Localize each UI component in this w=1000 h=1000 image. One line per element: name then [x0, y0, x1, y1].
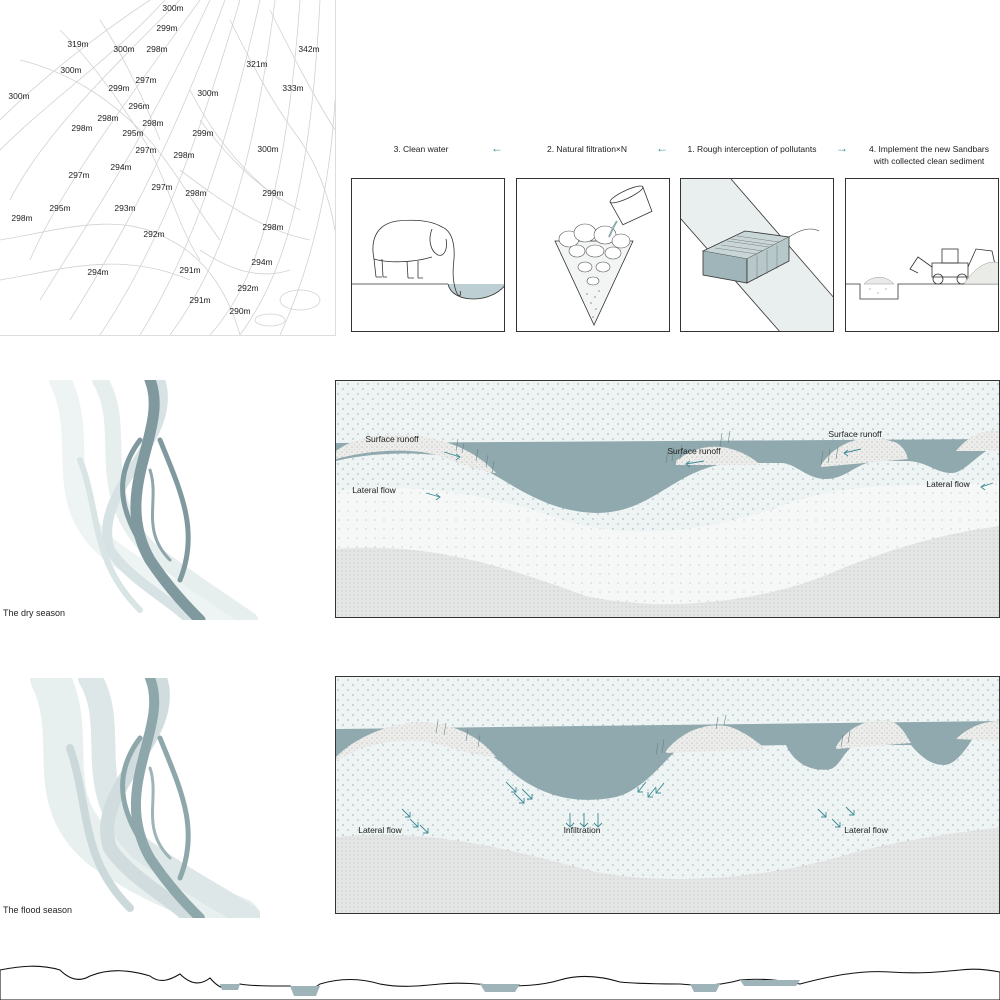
flow-label: Lateral flow: [844, 825, 888, 835]
dry-season-section: [335, 380, 1000, 618]
elevation-label: 298m: [97, 113, 119, 123]
process-step-label: with collected clean sediment: [873, 156, 985, 166]
elevation-label: 298m: [11, 213, 33, 223]
flow-label: Surface runoff: [365, 434, 419, 444]
elevation-label: 333m: [282, 83, 304, 93]
elevation-label: 298m: [71, 123, 93, 133]
excavator-illustration: [846, 248, 998, 300]
process-step-label: 1. Rough interception of pollutants: [687, 144, 817, 154]
elevation-label: 300m: [197, 88, 219, 98]
terrain-profile: [0, 940, 1000, 1000]
elevation-label: 292m: [143, 229, 165, 239]
elevation-label: 342m: [298, 44, 320, 54]
elevation-label: 298m: [146, 44, 168, 54]
elevation-label: 299m: [108, 83, 130, 93]
elevation-label: 290m: [229, 306, 251, 316]
elevation-label: 297m: [135, 75, 157, 85]
elevation-label: 298m: [173, 150, 195, 160]
flood-cross-section: [336, 677, 999, 913]
elevation-label: 321m: [246, 59, 268, 69]
elevation-label: 319m: [67, 39, 89, 49]
flood-season-label: The flood season: [3, 905, 73, 915]
elevation-label: 299m: [192, 128, 214, 138]
elevation-label: 298m: [142, 118, 164, 128]
filtration-cone-illustration: [554, 185, 653, 326]
interception-panel: [680, 178, 834, 332]
elevation-label: 298m: [185, 188, 207, 198]
elevation-label: 291m: [189, 295, 211, 305]
sandbar-panel: [845, 178, 999, 332]
elevation-label: 300m: [60, 65, 82, 75]
elevation-label: 294m: [251, 257, 273, 267]
terrain-profile-line: [0, 965, 1000, 1000]
braided-river-dry: [49, 380, 258, 620]
elevation-label: 300m: [8, 91, 30, 101]
arrow-left-icon: ←: [491, 141, 503, 155]
elevation-label: 291m: [179, 265, 201, 275]
elevation-label: 299m: [262, 188, 284, 198]
dry-season-label: The dry season: [3, 608, 66, 618]
elevation-label: 294m: [87, 267, 109, 277]
process-step-label: 4. Implement the new Sandbars: [868, 144, 990, 154]
elevation-label: 293m: [114, 203, 136, 213]
elevation-label: 297m: [135, 145, 157, 155]
elevation-label: 295m: [122, 128, 144, 138]
flow-label: Lateral flow: [358, 825, 402, 835]
elevation-label: 298m: [262, 222, 284, 232]
flow-label: Surface runoff: [667, 446, 721, 456]
arrow-left-icon: ←: [656, 141, 668, 155]
clean-water-panel: [351, 178, 505, 332]
flow-label: Infiltration: [563, 825, 601, 835]
elevation-label: 297m: [68, 170, 90, 180]
dry-season-river-plan: [30, 380, 260, 620]
elevation-label: 299m: [156, 23, 178, 33]
elevation-label: 295m: [49, 203, 71, 213]
elevation-label: 292m: [237, 283, 259, 293]
flow-label: Lateral flow: [926, 479, 970, 489]
process-step-label: 2. Natural filtration×N: [546, 144, 628, 154]
elevation-label: 300m: [113, 44, 135, 54]
interception-net-illustration: [681, 179, 833, 331]
flood-season-section: [335, 676, 1000, 914]
elevation-label: 297m: [151, 182, 173, 192]
topo-map: 300m 299m 319m 300m 298m 342m 300m 321m 297m 333m…: [0, 0, 336, 336]
filtration-panel: [516, 178, 670, 332]
elevation-label: 296m: [128, 101, 150, 111]
elevation-label: 294m: [110, 162, 132, 172]
elephant-illustration: [352, 219, 504, 300]
process-step-label: 3. Clean water: [393, 144, 449, 154]
flow-label: Lateral flow: [352, 485, 396, 495]
arrow-right-icon: →: [836, 141, 848, 155]
braided-river-flood: [30, 678, 260, 918]
topo-contours: [0, 0, 335, 335]
flood-season-river-plan: [30, 678, 260, 918]
dry-cross-section: [336, 381, 999, 617]
elevation-label: 300m: [257, 144, 279, 154]
elevation-label: 300m: [162, 3, 184, 13]
flow-label: Surface runoff: [828, 429, 882, 439]
